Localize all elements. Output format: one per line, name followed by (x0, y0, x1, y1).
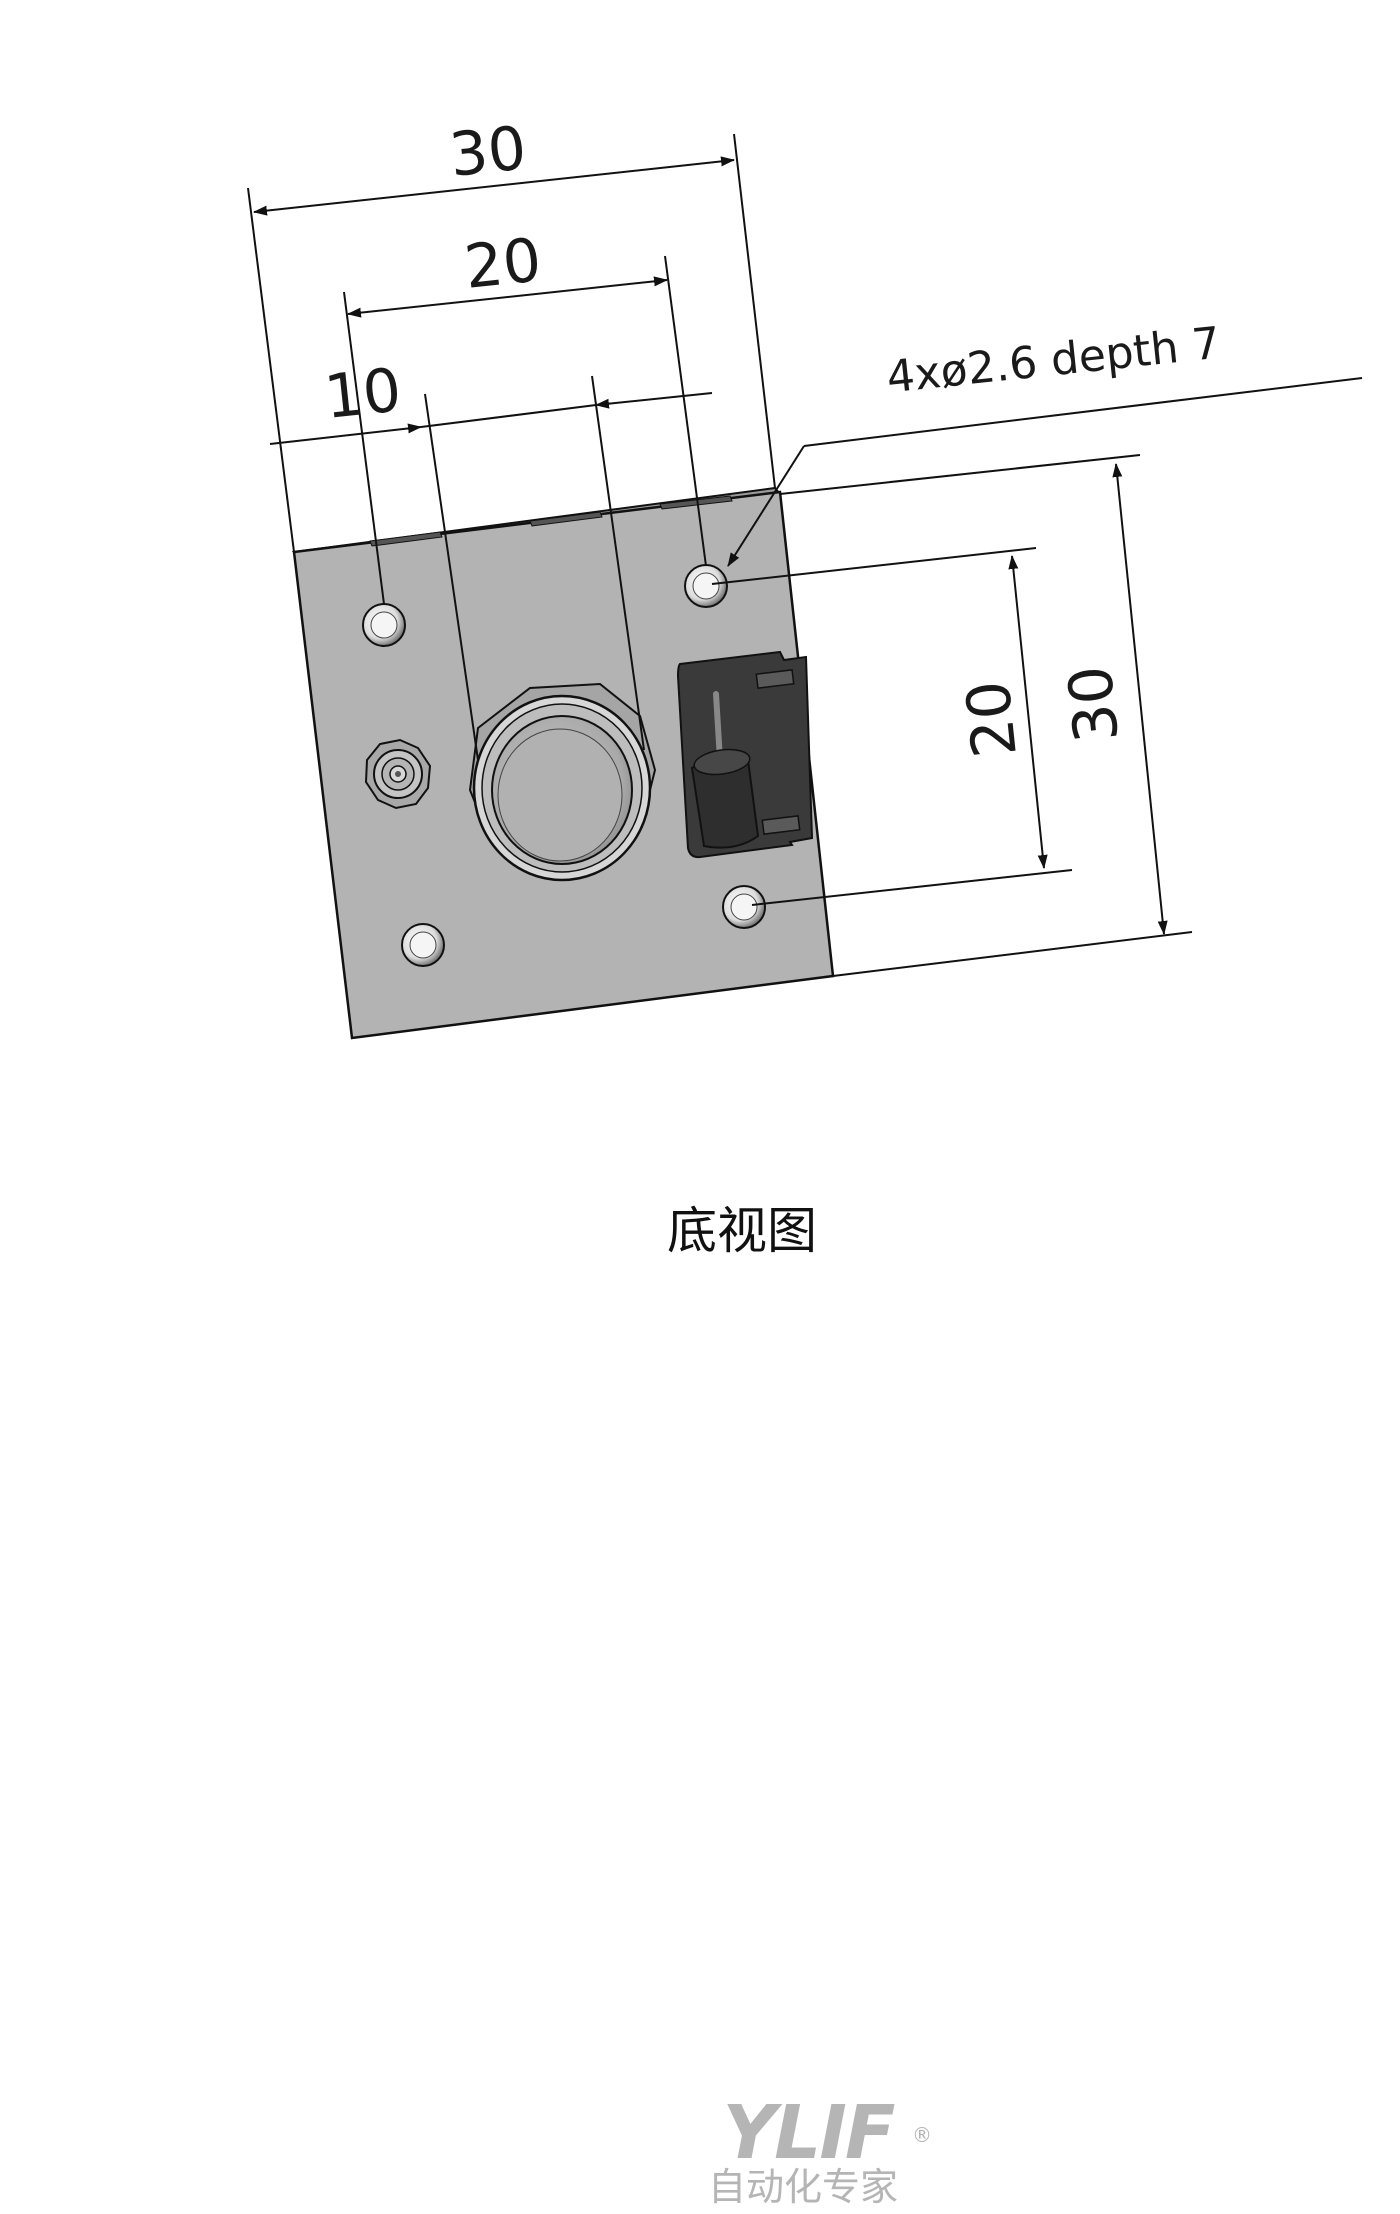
mounting-hole-top-left (362, 603, 406, 647)
round-fitting (468, 682, 657, 882)
brand-tagline: 自动化专家 (708, 2165, 898, 2209)
view-caption: 底视图 (667, 1202, 817, 1260)
mounting-hole-bottom-right (722, 885, 766, 929)
side-connector (676, 650, 814, 859)
registered-mark: ® (912, 2123, 932, 2147)
dimension-top-outer: 30 (446, 113, 529, 191)
small-fitting (364, 738, 432, 810)
brand-logo-wordmark: YLIF (723, 2090, 895, 2176)
hole-note: 4xø2.6 depth 7 (884, 318, 1222, 404)
dimension-lines (247, 133, 1363, 977)
dimension-top-inner: 10 (321, 355, 404, 433)
brand-logo: YLIF ® 自动化专家 (708, 2090, 932, 2209)
dimension-right-outer: 30 (1055, 662, 1133, 745)
mounting-hole-bottom-left (401, 923, 445, 967)
mounting-hole-top-right (684, 564, 728, 608)
dimension-top-middle: 20 (461, 225, 544, 303)
dimension-right-inner: 20 (953, 677, 1031, 760)
mounting-holes (362, 564, 766, 967)
